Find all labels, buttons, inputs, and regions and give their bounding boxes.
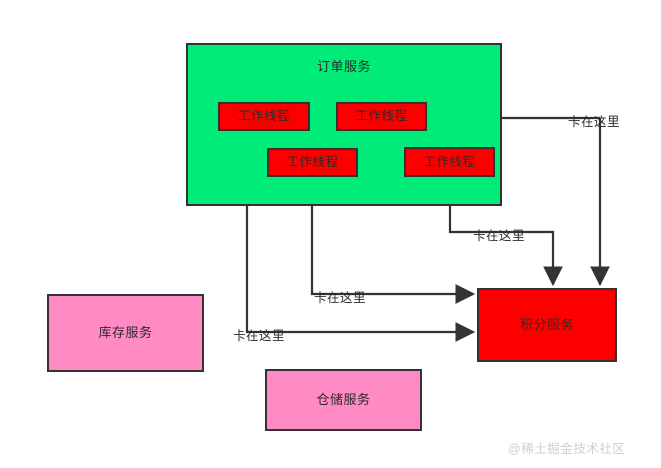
node-worker-thread-1[interactable]: 工作线程 bbox=[218, 102, 310, 131]
node-worker-thread-4-label: 工作线程 bbox=[423, 154, 476, 169]
edge-label-stuck-mid-right: 卡在这里 bbox=[473, 229, 526, 243]
edge-label-stuck-top-right: 卡在这里 bbox=[568, 115, 621, 129]
node-worker-thread-1-label: 工作线程 bbox=[237, 109, 290, 123]
node-warehouse-service-label: 仓储服务 bbox=[316, 392, 371, 408]
node-inventory-service-label: 库存服务 bbox=[98, 325, 153, 341]
node-points-service-label: 积分服务 bbox=[519, 317, 574, 333]
node-worker-thread-2[interactable]: 工作线程 bbox=[336, 102, 427, 131]
node-worker-thread-3-label: 工作线程 bbox=[286, 155, 339, 169]
node-worker-thread-4[interactable]: 工作线程 bbox=[404, 147, 495, 177]
node-worker-thread-2-label: 工作线程 bbox=[355, 109, 408, 123]
edge-label-stuck-bottom-left: 卡在这里 bbox=[233, 329, 286, 343]
node-worker-thread-3[interactable]: 工作线程 bbox=[267, 148, 358, 177]
node-warehouse-service[interactable]: 仓储服务 bbox=[265, 369, 422, 431]
edge-label-stuck-mid-left: 卡在这里 bbox=[314, 291, 367, 305]
node-points-service[interactable]: 积分服务 bbox=[477, 288, 617, 362]
node-inventory-service[interactable]: 库存服务 bbox=[47, 294, 204, 372]
node-order-service-label: 订单服务 bbox=[316, 59, 371, 74]
watermark: @稀土掘金技术社区 bbox=[508, 442, 626, 456]
